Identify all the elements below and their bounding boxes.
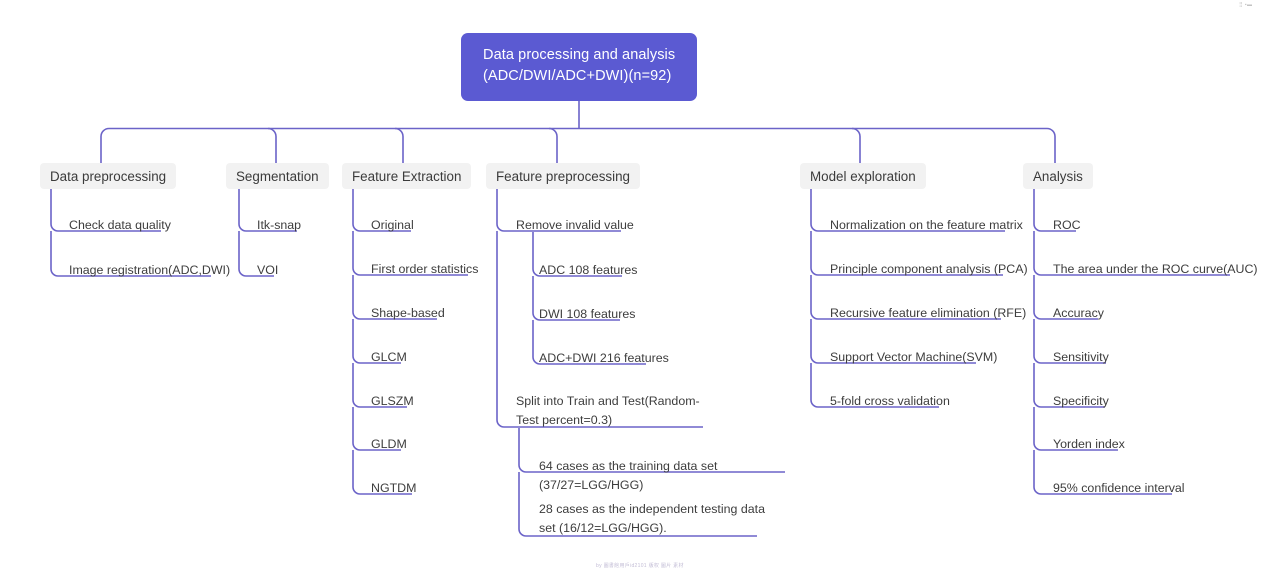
leaf-dwi-108-features[interactable]: DWI 108 features bbox=[539, 307, 636, 321]
leaf-rfe[interactable]: Recursive feature elimination (RFE) bbox=[830, 306, 1027, 320]
leaf-remove-invalid-value[interactable]: Remove invalid value bbox=[516, 218, 634, 232]
leaf-auc[interactable]: The area under the ROC curve(AUC) bbox=[1053, 262, 1258, 276]
leaf-roc[interactable]: ROC bbox=[1053, 218, 1081, 232]
leaf-adc-dwi-216-features[interactable]: ADC+DWI 216 features bbox=[539, 351, 669, 365]
leaf-shape-based[interactable]: Shape-based bbox=[371, 306, 445, 320]
leaf-adc-108-features[interactable]: ADC 108 features bbox=[539, 263, 638, 277]
leaf-original[interactable]: Original bbox=[371, 218, 414, 232]
branch-node-analysis[interactable]: Analysis bbox=[1023, 163, 1093, 189]
leaf-glszm[interactable]: GLSZM bbox=[371, 394, 414, 408]
leaf-yorden-index[interactable]: Yorden index bbox=[1053, 437, 1125, 451]
root-title-line1: Data processing and analysis bbox=[483, 47, 676, 63]
leaf-glcm[interactable]: GLCM bbox=[371, 350, 407, 364]
leaf-accuracy[interactable]: Accuracy bbox=[1053, 306, 1104, 320]
branch-node-segmentation[interactable]: Segmentation bbox=[226, 163, 329, 189]
branch-node-feature-extraction[interactable]: Feature Extraction bbox=[342, 163, 472, 189]
watermark-bottom: by 圖書館用戶id2101 版权 圖片 素材 bbox=[596, 563, 684, 569]
root-node[interactable]: Data processing and analysis (ADC/DWI/AD… bbox=[461, 33, 697, 101]
leaf-voi[interactable]: VOI bbox=[257, 263, 279, 277]
leaf-normalization[interactable]: Normalization on the feature matrix bbox=[830, 218, 1023, 232]
branch-node-model-exploration[interactable]: Model exploration bbox=[800, 163, 926, 189]
leaf-pca[interactable]: Principle component analysis (PCA) bbox=[830, 262, 1028, 276]
branch-node-data-preprocessing[interactable]: Data preprocessing bbox=[40, 163, 177, 189]
leaf-cross-validation[interactable]: 5-fold cross validation bbox=[830, 394, 950, 408]
leaf-ngtdm[interactable]: NGTDM bbox=[371, 481, 417, 495]
leaf-specificity[interactable]: Specificity bbox=[1053, 394, 1109, 408]
leaf-image-registration[interactable]: Image registration(ADC,DWI) bbox=[69, 263, 231, 277]
leaf-svm[interactable]: Support Vector Machine(SVM) bbox=[830, 350, 998, 364]
root-title-line2: (ADC/DWI/ADC+DWI)(n=92) bbox=[483, 68, 672, 84]
leaf-gldm[interactable]: GLDM bbox=[371, 437, 407, 451]
leaf-itk-snap[interactable]: Itk-snap bbox=[257, 218, 302, 232]
leaf-sensitivity[interactable]: Sensitivity bbox=[1053, 350, 1109, 364]
leaf-testing-data-set[interactable]: 28 cases as the independent testing data… bbox=[539, 502, 765, 535]
branch-node-feature-preprocessing[interactable]: Feature preprocessing bbox=[486, 163, 640, 189]
leaf-check-data-quality[interactable]: Check data quality bbox=[69, 218, 171, 232]
watermark-corner: ⣿ ▪▬ bbox=[1239, 2, 1253, 8]
leaf-training-data-set[interactable]: 64 cases as the training data set (37/27… bbox=[539, 459, 718, 492]
leaf-split-train-test[interactable]: Split into Train and Test(Random-Test pe… bbox=[516, 394, 700, 427]
leaf-first-order-statistics[interactable]: First order statistics bbox=[371, 262, 479, 276]
leaf-confidence-interval[interactable]: 95% confidence interval bbox=[1053, 481, 1185, 495]
